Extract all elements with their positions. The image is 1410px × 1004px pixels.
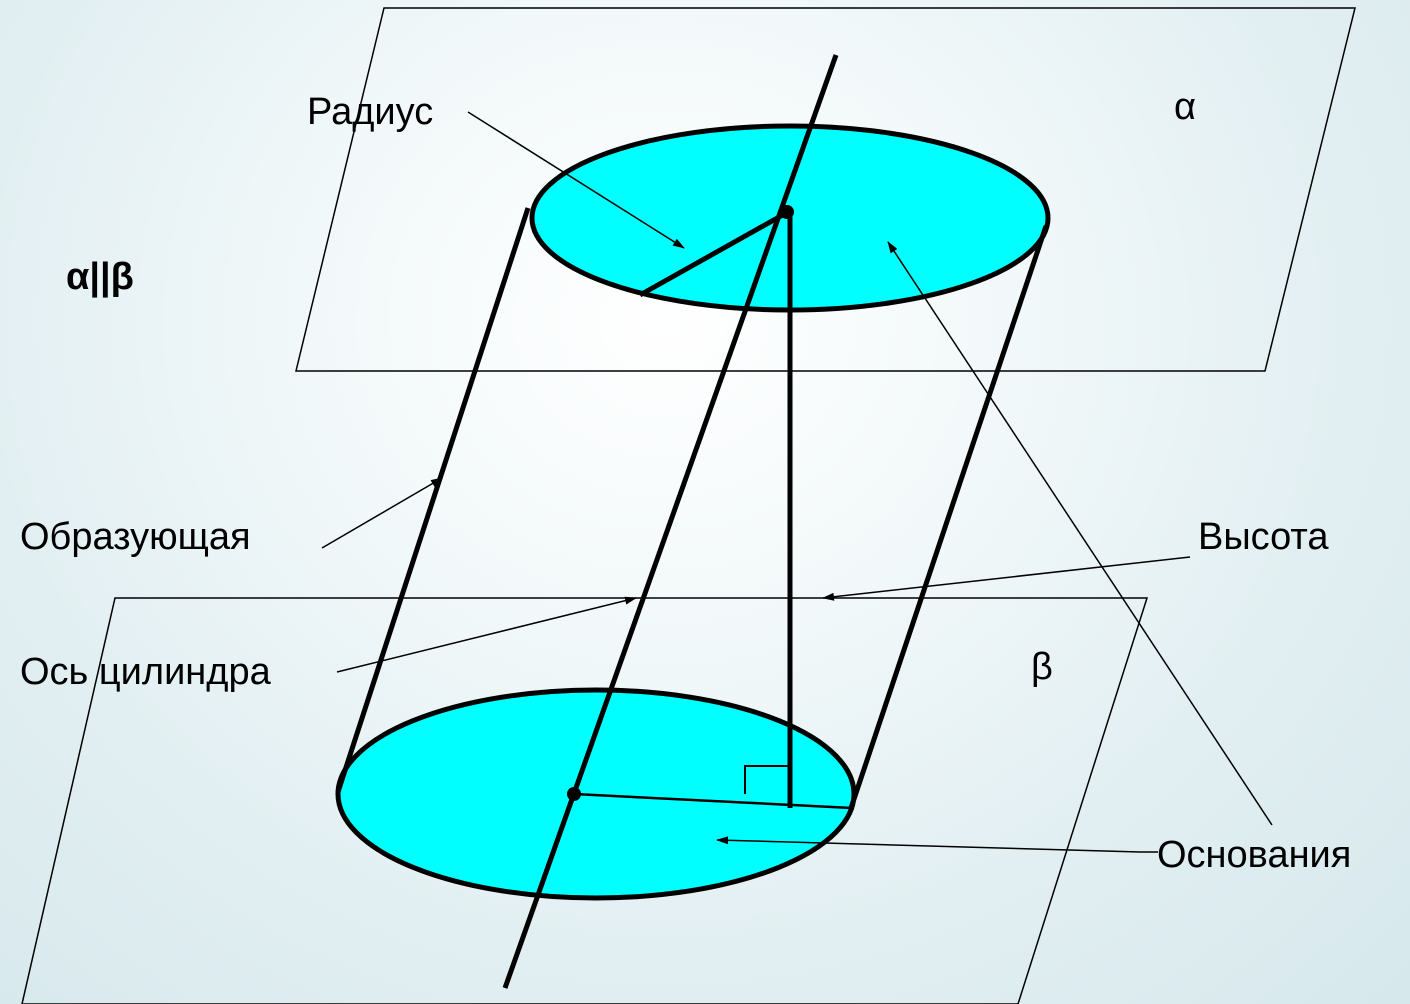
arrow-height (822, 556, 1191, 601)
radius-segment (638, 209, 790, 298)
plane-alpha (295, 7, 1356, 372)
generatrix-right (848, 225, 1049, 809)
arrow-bases-upper (887, 241, 1273, 826)
label-height: Высота (1198, 516, 1329, 558)
label-beta: β (1031, 646, 1053, 688)
arrow-radius (467, 111, 685, 249)
lower-radius-segment (573, 792, 853, 810)
arrow-axis (336, 596, 637, 673)
label-generatrix: Образующая (20, 516, 251, 558)
label-axis: Ось цилиндра (20, 651, 271, 693)
arrow-generatrix (321, 477, 443, 549)
generatrix-left (335, 207, 531, 793)
plane-beta (21, 597, 1149, 1004)
lower-center-point (567, 787, 581, 801)
right-angle-mark (744, 765, 790, 794)
upper-center-point (780, 205, 794, 219)
label-alpha: α (1174, 86, 1196, 128)
label-radius: Радиус (307, 91, 434, 133)
arrow-bases-lower (716, 836, 1158, 853)
label-parallel: α||β (66, 256, 134, 298)
label-bases: Основания (1157, 834, 1352, 876)
